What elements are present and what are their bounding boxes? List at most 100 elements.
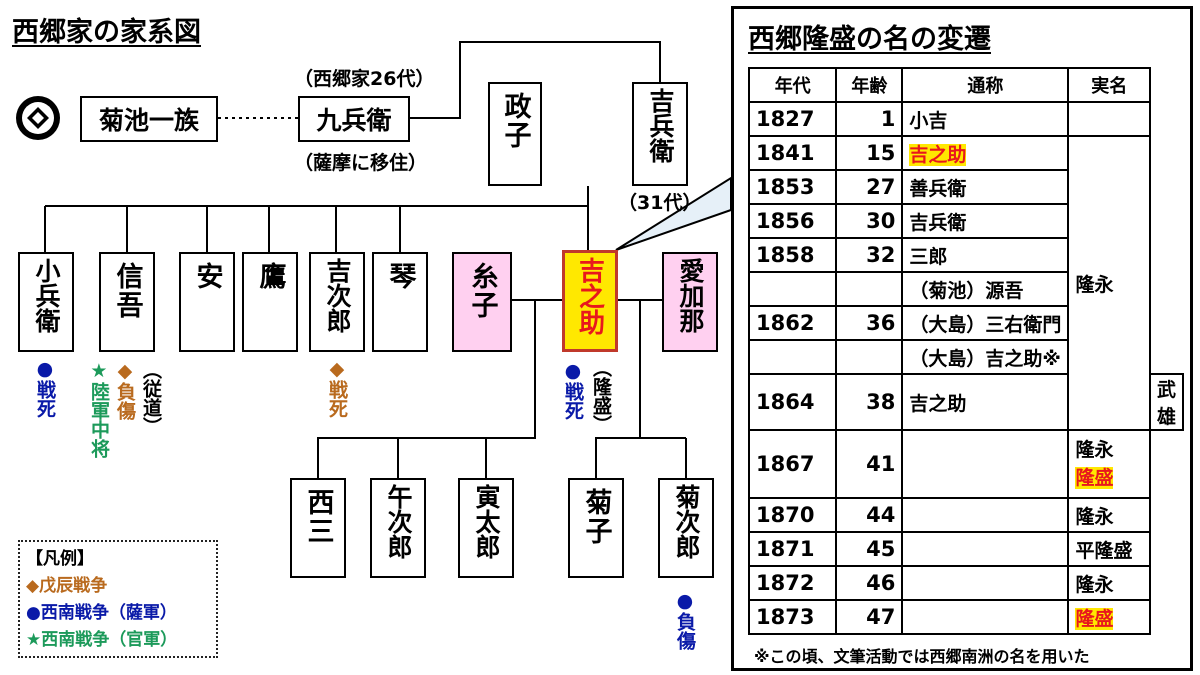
- legend-seinan-kangun: ★西南戦争（官軍）: [26, 630, 178, 650]
- cell-age: 36: [835, 305, 904, 341]
- cell-age: 44: [835, 497, 904, 533]
- child-box-kichijiro: 吉次郎: [309, 252, 365, 352]
- cell-real: 平隆盛: [1067, 531, 1151, 567]
- table-row: 1872 46 隆永: [747, 565, 1183, 601]
- kyubee-migration-note: （薩摩に移住）: [294, 152, 428, 174]
- crest-icon: [16, 96, 60, 140]
- table-row: 1862 36 （大島）三右衛門: [747, 305, 1183, 341]
- kichibee-box: 吉兵衛: [632, 82, 688, 186]
- grandchild-label-gojiro: 午次郎: [384, 484, 413, 559]
- table-footnote: ※この頃、文筆活動では西郷南洲の名を用いた: [754, 647, 1090, 666]
- cell-name: （菊池）源吾: [901, 271, 1070, 307]
- cell-year: 1872: [747, 565, 838, 601]
- legend-title: 【凡例】: [26, 549, 94, 569]
- grandchild-label-kikujiro: 菊次郎: [672, 484, 701, 559]
- grandchild-label-saizo: 西三: [302, 488, 334, 546]
- family-tree-title: 西郷家の家系図: [12, 17, 201, 48]
- child-label-kichijiro: 吉次郎: [323, 258, 352, 333]
- child-label-aikana: 愛加那: [676, 258, 705, 333]
- header-year: 年代: [747, 67, 838, 103]
- grandchild-box-kikujiro: 菊次郎: [658, 478, 714, 578]
- cell-real: 武雄: [1148, 373, 1185, 431]
- grandchild-box-saizo: 西三: [290, 478, 346, 578]
- table-row: 1867 41 隆永隆盛: [747, 429, 1183, 499]
- legend-boshin: ◆戊辰戦争: [26, 576, 108, 596]
- kyubee-box: 九兵衛: [298, 96, 410, 142]
- cell-age: 32: [835, 237, 904, 273]
- cell-name: 吉之助: [901, 135, 1070, 171]
- cell-real: 隆盛: [1067, 599, 1151, 635]
- child-label-kohee: 小兵衛: [32, 258, 61, 333]
- cell-name: 吉之助: [901, 373, 1070, 431]
- child-label-koto: 琴: [384, 262, 416, 291]
- child-box-aikana: 愛加那: [662, 252, 718, 352]
- child-box-itoko: 糸子: [452, 252, 512, 352]
- shingo-injury-note: ◆負傷: [113, 360, 136, 420]
- grandchild-box-gojiro: 午次郎: [370, 478, 426, 578]
- grandchild-label-torataro: 寅太郎: [472, 484, 501, 559]
- kohee-note: ●戦死: [33, 358, 56, 418]
- table-row: 1871 45 平隆盛: [747, 531, 1183, 567]
- name-history-table: 年代 年齢 通称 実名 1827 1 小吉 1841 15 吉之助 隆永 185…: [747, 67, 1185, 635]
- highlighted-real-name: 隆盛: [1075, 467, 1114, 489]
- kichijiro-note: ◆戦死: [325, 358, 348, 418]
- cell-name: [901, 429, 1070, 499]
- highlighted-real-name: 隆盛: [1075, 607, 1114, 630]
- child-box-koto: 琴: [372, 252, 428, 352]
- cell-year: 1856: [747, 203, 838, 239]
- cell-name: [901, 531, 1070, 567]
- table-row: 1873 47 隆盛: [747, 599, 1183, 635]
- cell-name: 善兵衛: [901, 169, 1070, 205]
- highlighted-name: 吉之助: [909, 143, 967, 166]
- child-label-taka: 鷹: [254, 262, 286, 291]
- cell-age: 46: [835, 565, 904, 601]
- cell-year: 1864: [747, 373, 838, 431]
- cell-age: 47: [835, 599, 904, 635]
- name-history-title: 西郷隆盛の名の変遷: [748, 24, 991, 55]
- cell-year: 1873: [747, 599, 838, 635]
- header-real-name: 実名: [1067, 67, 1151, 103]
- cell-name: [901, 565, 1070, 601]
- child-box-kohee: 小兵衛: [18, 252, 74, 352]
- cell-name: 三郎: [901, 237, 1070, 273]
- cell-name: （大島）吉之助※: [901, 339, 1070, 375]
- child-box-shingo: 信吾: [99, 252, 155, 352]
- cell-name: （大島）三右衛門: [901, 305, 1070, 341]
- cell-year: 1862: [747, 305, 838, 341]
- cell-real: 隆永: [1067, 135, 1151, 431]
- cell-year: 1853: [747, 169, 838, 205]
- child-box-yasu: 安: [179, 252, 235, 352]
- grandchild-label-kikuko: 菊子: [580, 488, 612, 546]
- cell-year: [747, 339, 838, 375]
- cell-year: 1858: [747, 237, 838, 273]
- legend-seinan-satsuma: ●西南戦争（薩軍）: [26, 603, 177, 623]
- cell-year: 1841: [747, 135, 838, 171]
- table-row: （菊池）源吾: [747, 271, 1183, 307]
- cell-name: [901, 599, 1070, 635]
- kichinosuke-note: ●戦死: [561, 360, 584, 420]
- cell-real: 隆永: [1067, 497, 1151, 533]
- cell-age: 45: [835, 531, 904, 567]
- table-row: 1858 32 三郎: [747, 237, 1183, 273]
- kikuchi-clan-box: 菊池一族: [80, 96, 218, 142]
- cell-age: 27: [835, 169, 904, 205]
- legend: 【凡例】 ◆戊辰戦争 ●西南戦争（薩軍） ★西南戦争（官軍）: [18, 540, 218, 658]
- kikuchi-clan-label: 菊池一族: [98, 106, 199, 135]
- kyubee-label: 九兵衛: [316, 106, 392, 135]
- table-row: 1853 27 善兵衛: [747, 169, 1183, 205]
- table-row: 1870 44 隆永: [747, 497, 1183, 533]
- cell-real: 隆永: [1067, 565, 1151, 601]
- cell-name: 小吉: [901, 101, 1070, 137]
- grandchild-box-torataro: 寅太郎: [458, 478, 514, 578]
- name-history-panel: 西郷隆盛の名の変遷 年代 年齢 通称 実名 1827 1 小吉 1841 15 …: [731, 6, 1193, 671]
- child-label-itoko: 糸子: [466, 262, 498, 320]
- cell-real: [1067, 101, 1151, 137]
- grandchild-box-kikuko: 菊子: [568, 478, 624, 578]
- cell-name: [901, 497, 1070, 533]
- cell-real: 隆永隆盛: [1067, 429, 1151, 499]
- child-label-kichinosuke: 吉之助: [574, 257, 605, 335]
- cell-year: 1871: [747, 531, 838, 567]
- header-common-name: 通称: [901, 67, 1070, 103]
- cell-age: 38: [835, 373, 904, 431]
